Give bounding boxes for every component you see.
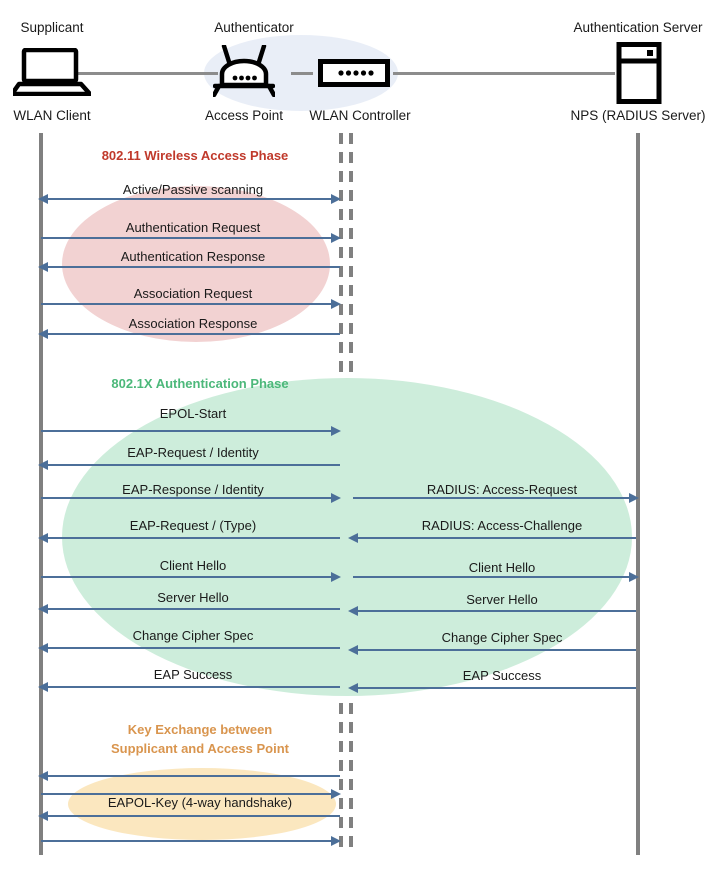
- message-label-radius-access-request: RADIUS: Access-Request: [426, 482, 578, 497]
- message-label-active-passive-scanning: Active/Passive scanning: [122, 182, 264, 197]
- wire-wlc-to-nps: [393, 72, 615, 75]
- actor-name-nps-radius-server: NPS (RADIUS Server): [570, 108, 706, 123]
- message-label-eap-response-identity: EAP-Response / Identity: [122, 482, 264, 497]
- message-line-authentication-request: [41, 237, 333, 239]
- phase-blob-802-11: [62, 186, 330, 342]
- message-label-epol-start: EPOL-Start: [159, 406, 227, 421]
- message-line-association-response: [48, 333, 340, 335]
- message-line-eap-success-left: [48, 686, 340, 688]
- phase-blob-key-exchange: [68, 768, 336, 840]
- message-label-eap-request-type: EAP-Request / (Type): [129, 518, 257, 533]
- message-line-client-hello-left: [41, 576, 333, 578]
- actor-role-authentication-server: Authentication Server: [573, 20, 703, 35]
- message-label-client-hello-right: Client Hello: [468, 560, 536, 575]
- laptop-icon: [9, 47, 93, 101]
- actor-name-access-point: Access Point: [204, 108, 284, 123]
- message-label-association-request: Association Request: [133, 286, 253, 301]
- message-label-eap-success-left: EAP Success: [153, 667, 233, 682]
- message-line-epol-start: [41, 430, 333, 432]
- arrow-head-left-authentication-response: [38, 262, 48, 272]
- arrow-head-left-server-hello-right: [348, 606, 358, 616]
- message-label-radius-access-challenge: RADIUS: Access-Challenge: [421, 518, 583, 533]
- arrow-head-right-client-hello-left: [331, 572, 341, 582]
- arrow-head-right-client-hello-right: [629, 572, 639, 582]
- actor-role-authenticator: Authenticator: [214, 20, 294, 35]
- wire-client-to-ap: [78, 72, 218, 75]
- arrow-head-left-association-response: [38, 329, 48, 339]
- arrow-head-right-association-request: [331, 299, 341, 309]
- message-line-eap-response-identity: [41, 497, 333, 499]
- arrow-head-left-change-cipher-spec-left: [38, 643, 48, 653]
- arrow-head-left-server-hello-left: [38, 604, 48, 614]
- arrow-head-right-eapol-key-2: [331, 789, 341, 799]
- message-line-eapol-key-3: [48, 815, 340, 817]
- message-label-change-cipher-spec-left: Change Cipher Spec: [132, 628, 254, 643]
- message-line-eap-request-type: [48, 537, 340, 539]
- message-label-client-hello-left: Client Hello: [159, 558, 227, 573]
- message-line-active-passive-scanning: [48, 198, 336, 200]
- message-label-eap-request-identity: EAP-Request / Identity: [127, 445, 259, 460]
- arrow-head-left-eap-success-right: [348, 683, 358, 693]
- message-line-eap-request-identity: [48, 464, 340, 466]
- arrow-head-right-radius-access-request: [629, 493, 639, 503]
- message-line-client-hello-right: [353, 576, 631, 578]
- arrow-head-right-epol-start: [331, 426, 341, 436]
- arrow-head-right-eap-response-identity: [331, 493, 341, 503]
- arrow-head-left-eap-request-identity: [38, 460, 48, 470]
- phase-title-key-exchange-line2: Supplicant and Access Point: [111, 741, 289, 756]
- arrow-head-left-eap-success-left: [38, 682, 48, 692]
- arrow-head-left-eap-request-type: [38, 533, 48, 543]
- arrow-head-right-authentication-request: [331, 233, 341, 243]
- message-line-change-cipher-spec-left: [48, 647, 340, 649]
- arrow-head-right-eapol-key-4: [331, 836, 341, 846]
- server-rack-icon: [616, 42, 662, 109]
- message-line-association-request: [41, 303, 333, 305]
- message-label-server-hello-left: Server Hello: [157, 590, 229, 605]
- actor-name-wlan-client: WLAN Client: [13, 108, 91, 123]
- message-line-server-hello-right: [358, 610, 636, 612]
- message-line-radius-access-request: [353, 497, 631, 499]
- message-label-server-hello-right: Server Hello: [466, 592, 538, 607]
- network-switch-icon: [318, 59, 390, 92]
- arrow-head-right-active-passive-scanning: [331, 194, 341, 204]
- arrow-head-left-change-cipher-spec-right: [348, 645, 358, 655]
- arrow-head-left-radius-access-challenge: [348, 533, 358, 543]
- message-label-change-cipher-spec-right: Change Cipher Spec: [441, 630, 563, 645]
- message-line-eap-success-right: [358, 687, 636, 689]
- message-label-eapol-key-4-way-handshake: EAPOL-Key (4-way handshake): [107, 795, 293, 810]
- actor-role-supplicant: Supplicant: [20, 20, 84, 35]
- message-line-authentication-response: [48, 266, 340, 268]
- arrow-head-left-eapol-key-3: [38, 811, 48, 821]
- phase-title-key-exchange-line1: Key Exchange between: [127, 722, 273, 737]
- message-line-change-cipher-spec-right: [358, 649, 636, 651]
- phase-title-802-1x: 802.1X Authentication Phase: [111, 376, 289, 391]
- message-label-authentication-request: Authentication Request: [125, 220, 261, 235]
- message-label-eap-success-right: EAP Success: [462, 668, 542, 683]
- message-line-eapol-key-2: [41, 793, 333, 795]
- arrow-head-left-active-passive-scanning: [38, 194, 48, 204]
- arrow-head-left-eapol-key-1: [38, 771, 48, 781]
- lifeline-supplicant: [39, 133, 43, 855]
- wireless-router-icon: [211, 43, 277, 102]
- message-label-authentication-response: Authentication Response: [120, 249, 266, 264]
- message-line-server-hello-left: [48, 608, 340, 610]
- message-line-radius-access-challenge: [358, 537, 636, 539]
- message-line-eapol-key-4: [41, 840, 333, 842]
- message-label-association-response: Association Response: [128, 316, 258, 331]
- actor-name-wlan-controller: WLAN Controller: [309, 108, 411, 123]
- wire-ap-to-wlc: [291, 72, 313, 75]
- message-line-eapol-key-1: [48, 775, 340, 777]
- phase-title-802-11: 802.11 Wireless Access Phase: [101, 148, 289, 163]
